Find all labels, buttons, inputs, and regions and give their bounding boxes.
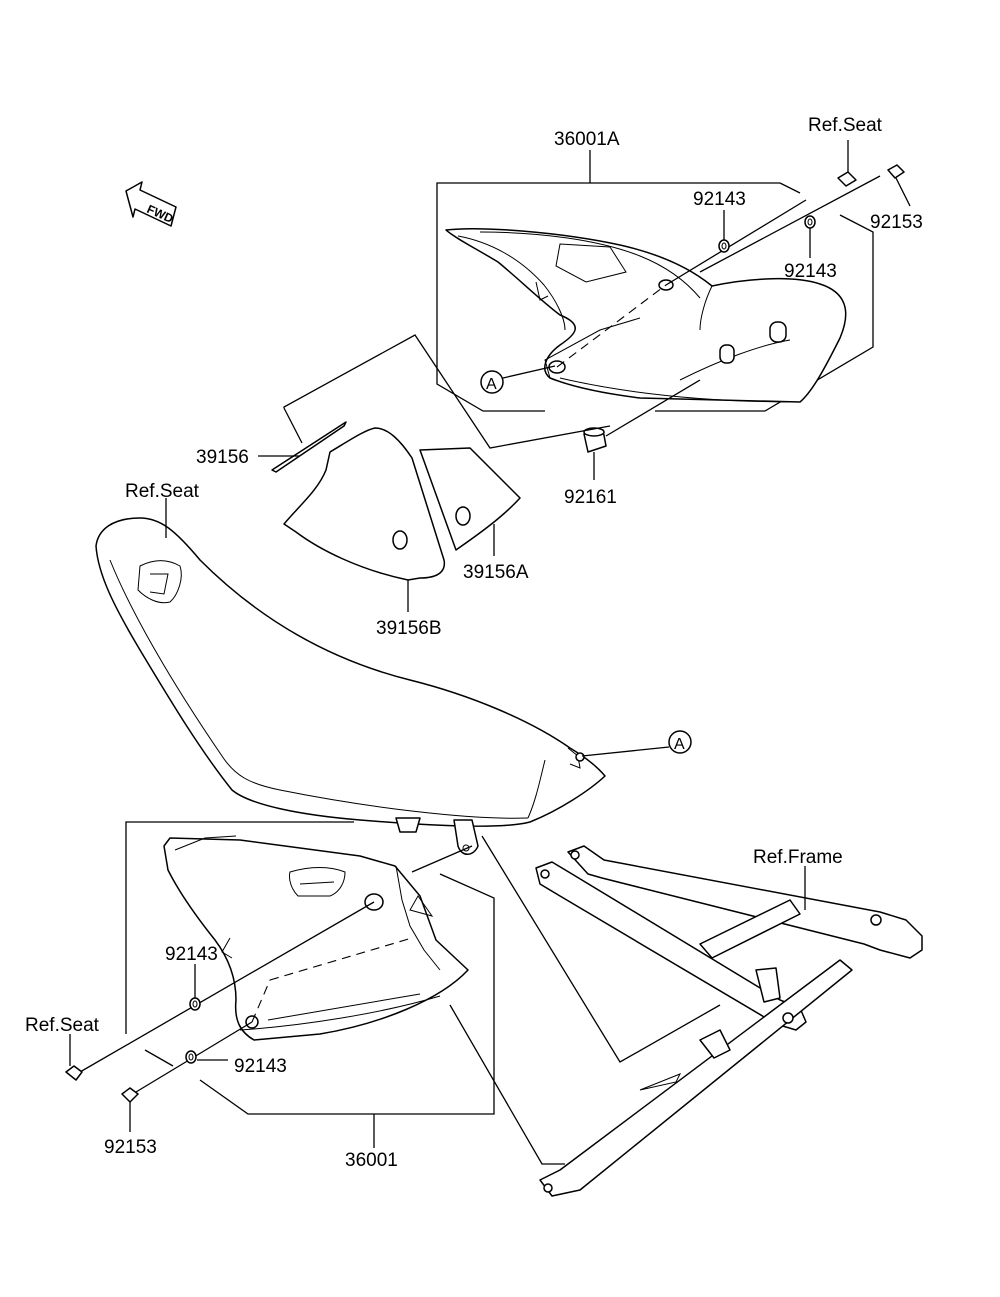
callout-39156a: 39156A: [463, 562, 529, 583]
marker-a-mid: A: [581, 730, 692, 757]
fwd-arrow-icon: FWD: [125, 181, 177, 227]
group-bracket-36001a: [436, 150, 874, 412]
seat: [95, 498, 606, 855]
callout-92161: 92161: [564, 487, 617, 508]
marker-a-mid-label: A: [674, 736, 685, 753]
decal-bracket: [283, 334, 611, 449]
washer-92143-upper-a: [718, 239, 730, 253]
bolt-92153-upper: [887, 164, 911, 207]
callout-ref-seat-mid: Ref.Seat: [125, 481, 200, 502]
bolt-ref-seat-upper: [837, 140, 857, 187]
callout-92143-b: 92143: [784, 261, 837, 282]
frame: [535, 845, 923, 1197]
callout-92153-top: 92153: [870, 212, 923, 233]
washer-92143-lower-a: [189, 964, 201, 1011]
callout-92143-d: 92143: [234, 1056, 287, 1077]
decal-39156: [258, 421, 347, 473]
callout-36001a: 36001A: [554, 129, 620, 150]
marker-a-upper: A: [480, 365, 556, 394]
callout-39156b: 39156B: [376, 618, 442, 639]
callout-36001: 36001: [345, 1150, 398, 1171]
callout-92143-c: 92143: [165, 944, 218, 965]
side-cover-left: [163, 835, 469, 1041]
frame-bracket: [411, 835, 721, 1165]
decal-39156b: [283, 427, 446, 612]
side-cover-right: [445, 228, 847, 403]
callout-ref-frame: Ref.Frame: [753, 847, 843, 868]
callout-ref-seat-top: Ref.Seat: [808, 115, 883, 136]
bolt-92153-lower: [121, 1087, 139, 1132]
marker-a-upper-label: A: [486, 376, 497, 393]
washer-92143-upper-b: [804, 215, 816, 229]
callout-92143-a: 92143: [693, 189, 746, 210]
callout-92153-bottom: 92153: [104, 1137, 157, 1158]
bolt-ref-seat-lower: [65, 1034, 83, 1081]
group-bracket-36001: [125, 821, 495, 1148]
decal-39156a: [419, 447, 521, 556]
washer-92143-lower-b: [185, 1050, 228, 1064]
callout-39156: 39156: [196, 447, 249, 468]
callout-ref-seat-left: Ref.Seat: [25, 1015, 100, 1036]
